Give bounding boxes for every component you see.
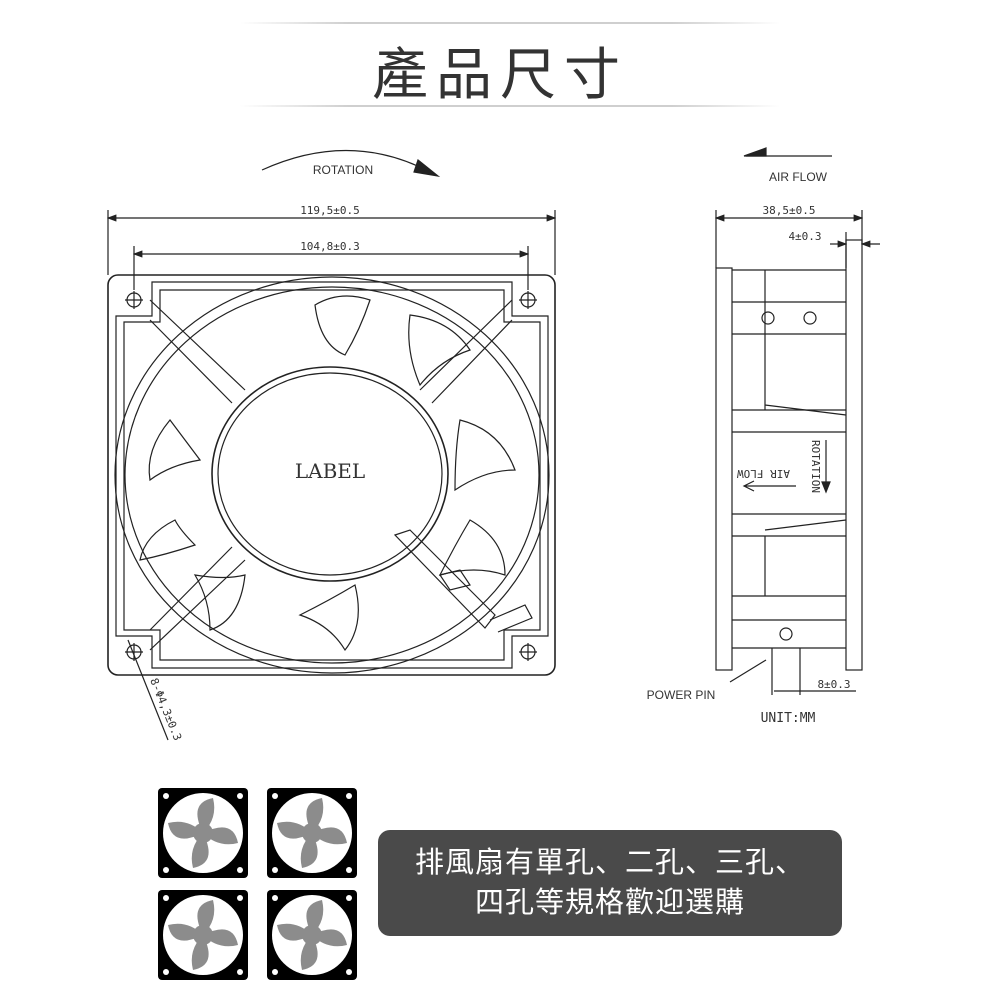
title-rule-top [240, 22, 780, 24]
fan-frame-inner [115, 281, 549, 669]
cable-end [489, 604, 533, 633]
mounting-hole [519, 291, 537, 309]
side-rotation-text: ROTATION [809, 440, 822, 493]
blade [408, 314, 471, 387]
unit-label: UNIT:MM [761, 711, 816, 726]
mounting-hole [519, 643, 537, 661]
mounting-hole [125, 643, 143, 661]
rotation-arc [261, 149, 431, 173]
hole-leader [127, 639, 169, 741]
dim-pin-text: 8±0.3 [817, 678, 850, 691]
venturi-outer [114, 276, 550, 674]
blade [298, 584, 359, 652]
title-rule-bottom [240, 105, 780, 107]
fan-frame-inner2 [123, 289, 541, 661]
side-curve [764, 270, 847, 416]
airflow-arrow-icon [743, 147, 767, 157]
fan-icon [158, 890, 248, 980]
dim-flange-text: 4±0.3 [788, 230, 821, 243]
cable-clip [439, 569, 471, 591]
blade [139, 519, 197, 561]
dim-holes-text: 104,8±0.3 [300, 240, 360, 253]
page-title: 產品尺寸 [372, 43, 628, 108]
side-hole [803, 311, 817, 325]
strut [149, 546, 246, 651]
dim-outer-text: 119,5±0.5 [300, 204, 360, 217]
promo-banner: 排風扇有單孔、二孔、三孔、 四孔等規格歡迎選購 [378, 830, 842, 936]
rotation-arrow-icon [413, 158, 441, 177]
promo-line-1: 排風扇有單孔、二孔、三孔、 [414, 845, 805, 879]
power-pin-label: POWER PIN [647, 688, 716, 702]
side-view [714, 147, 880, 695]
fan-icon [267, 788, 357, 878]
strut [149, 299, 246, 404]
fan-frame [107, 274, 556, 676]
power-pin-leader [729, 659, 767, 683]
side-hole [779, 627, 793, 641]
front-view [106, 149, 557, 741]
airflow-left-arrow-icon [742, 480, 796, 492]
blade [454, 419, 516, 492]
side-flange-right [845, 239, 863, 671]
blade [438, 519, 506, 576]
blade [148, 419, 202, 482]
title-section: 產品尺寸 [0, 0, 1000, 120]
hub-label: LABEL [295, 459, 365, 483]
blade [314, 295, 371, 356]
side-flange-left [715, 267, 733, 671]
venturi-inner [124, 286, 540, 664]
side-airflow-text: AIR FLOW [737, 467, 790, 480]
cable-channel [393, 529, 496, 629]
fan-hub-inner [217, 372, 443, 576]
fan-icon [158, 788, 248, 878]
dim-depth-text: 38,5±0.5 [763, 204, 816, 217]
side-hole [761, 311, 775, 325]
mounting-hole [125, 291, 143, 309]
blade [193, 574, 246, 631]
rotation-down-arrow-icon [821, 440, 831, 494]
airflow-label: AIR FLOW [769, 170, 828, 184]
promo-line-2: 四孔等規格歡迎選購 [474, 885, 745, 919]
fan-icon [267, 890, 357, 980]
side-curve [764, 519, 847, 596]
fan-hub [211, 366, 449, 582]
rotation-label: ROTATION [313, 163, 373, 177]
